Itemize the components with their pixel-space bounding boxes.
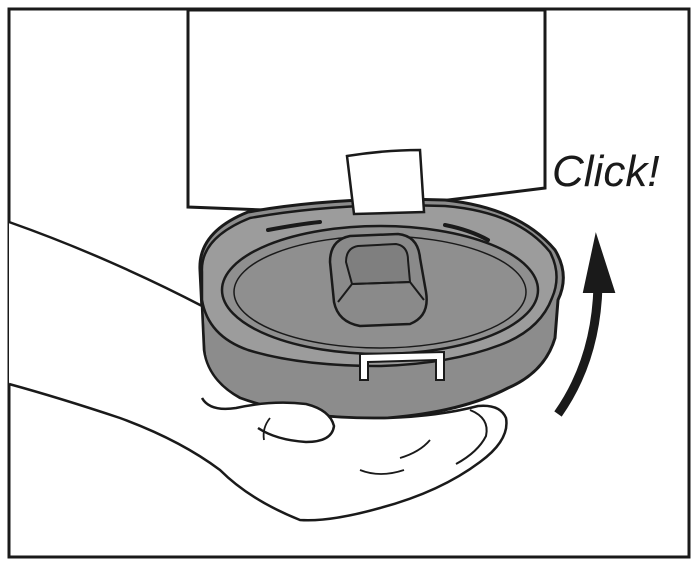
front-clip: [359, 350, 445, 381]
finger-line-2: [399, 439, 431, 459]
center-boss-edges: [337, 280, 425, 303]
palm-crease: [359, 469, 405, 475]
latch-tab: [345, 148, 426, 216]
rim-slot-left: [266, 220, 322, 232]
center-boss-top: [344, 242, 412, 286]
rotate-arrow-head: [582, 232, 616, 293]
click-caption: Click!: [552, 147, 660, 196]
finger-line-1: [455, 409, 488, 465]
rim-slot-right: [443, 223, 490, 242]
hand: [8, 220, 508, 522]
rotate-arrow-icon: [554, 285, 603, 417]
thumb-crease: [262, 417, 271, 441]
